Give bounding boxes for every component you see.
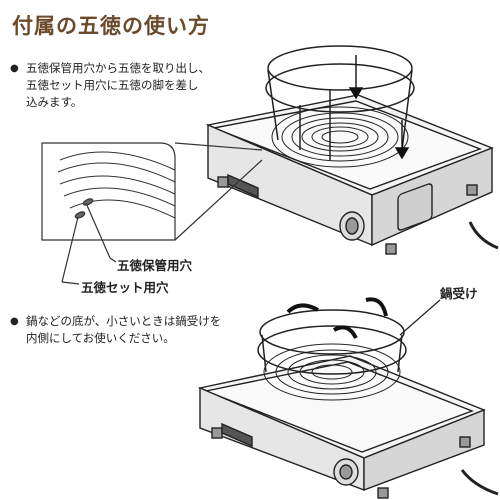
label-storage-hole: 五徳保管用穴 xyxy=(117,258,193,273)
instruction-line: 五徳セット用穴に五徳の脚を差し xyxy=(26,78,199,92)
instruction-line: 込みます。 xyxy=(26,95,83,109)
zoom-callout xyxy=(41,142,263,285)
label-set-hole: 五徳セット用穴 xyxy=(81,280,169,295)
instruction-step-2: ● 鍋などの底が、小さいときは鍋受けを 内側にしてお使いください。 xyxy=(10,313,270,349)
page-title: 付属の五徳の使い方 xyxy=(12,14,210,38)
instruction-line: 鍋などの底が、小さいときは鍋受けを xyxy=(26,314,222,328)
label-pot-support: 鍋受け xyxy=(440,286,478,301)
bottom-stove-illustration xyxy=(197,297,499,499)
instruction-line: 内側にしてお使いください。 xyxy=(26,331,175,345)
instruction-step-1: ● 五徳保管用穴から五徳を取り出し、 五徳セット用穴に五徳の脚を差し 込みます。 xyxy=(10,60,270,112)
top-stove-illustration xyxy=(205,45,499,255)
bullet-marker: ● xyxy=(10,63,19,74)
instruction-line: 五徳保管用穴から五徳を取り出し、 xyxy=(26,61,210,75)
bullet-marker: ● xyxy=(10,316,19,327)
